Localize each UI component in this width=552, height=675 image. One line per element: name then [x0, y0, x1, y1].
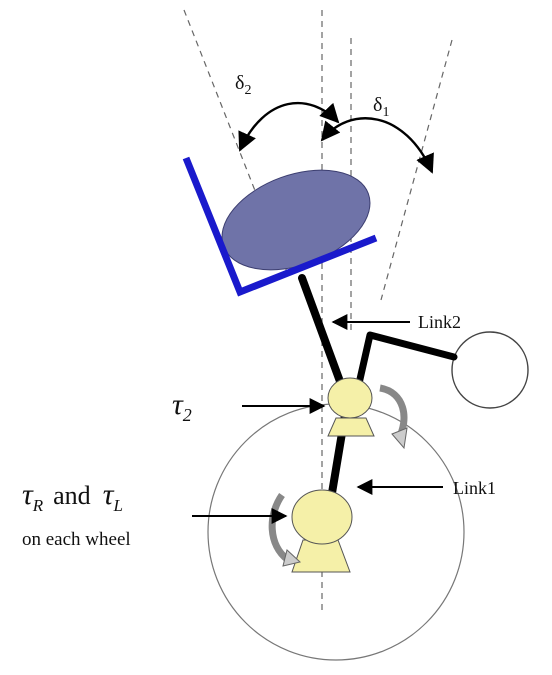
joint-top-head [327, 377, 373, 419]
rotation-arrow-icon [379, 384, 408, 450]
rotation-arrow-icon [268, 492, 302, 567]
joint-bottom-base [291, 539, 351, 573]
delta1-direction-line [380, 39, 453, 301]
tau2-label: τ2 [172, 388, 192, 425]
joint-bottom [291, 489, 353, 573]
link1-label: Link1 [453, 478, 496, 498]
body-frame [182, 156, 378, 297]
on-each-wheel-label: on each wheel [22, 529, 131, 550]
delta1-angle-arrow [320, 117, 434, 174]
joint-bottom-head [291, 489, 353, 545]
joint-top [327, 377, 375, 437]
joint-top-base [327, 417, 375, 437]
upper-link [298, 274, 349, 399]
delta1-label: δ1 [373, 94, 389, 120]
delta2-label: δ2 [235, 72, 251, 98]
counterweight-circle [451, 331, 529, 409]
link2-label: Link2 [418, 312, 461, 332]
delta2-angle-arrow [238, 101, 340, 152]
